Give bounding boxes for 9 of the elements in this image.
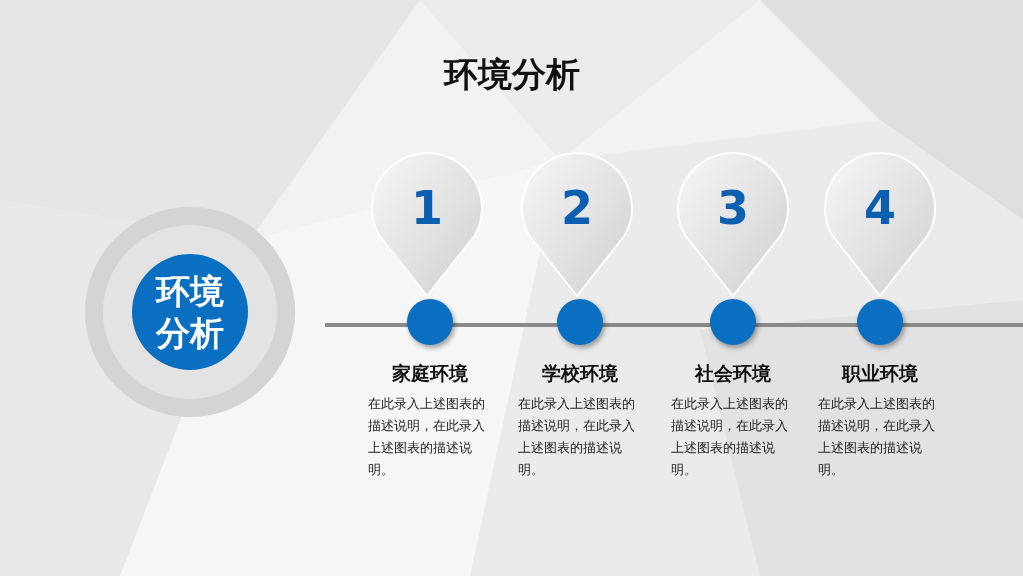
step-heading: 学校环境 xyxy=(541,361,619,386)
slide-title: 环境分析 xyxy=(442,53,581,96)
step-description: 在此录入上述图表的描述说明，在此录入上述图表的描述说明。 xyxy=(368,395,486,479)
step-heading: 社会环境 xyxy=(693,361,772,386)
step-description: 在此录入上述图表的描述说明，在此录入上述图表的描述说明。 xyxy=(818,395,936,479)
step-description: 在此录入上述图表的描述说明，在此录入上述图表的描述说明。 xyxy=(518,395,636,479)
step-description: 在此录入上述图表的描述说明，在此录入上述图表的描述说明。 xyxy=(671,395,789,479)
step-heading: 职业环境 xyxy=(840,361,919,386)
step-heading: 家庭环境 xyxy=(391,361,469,386)
